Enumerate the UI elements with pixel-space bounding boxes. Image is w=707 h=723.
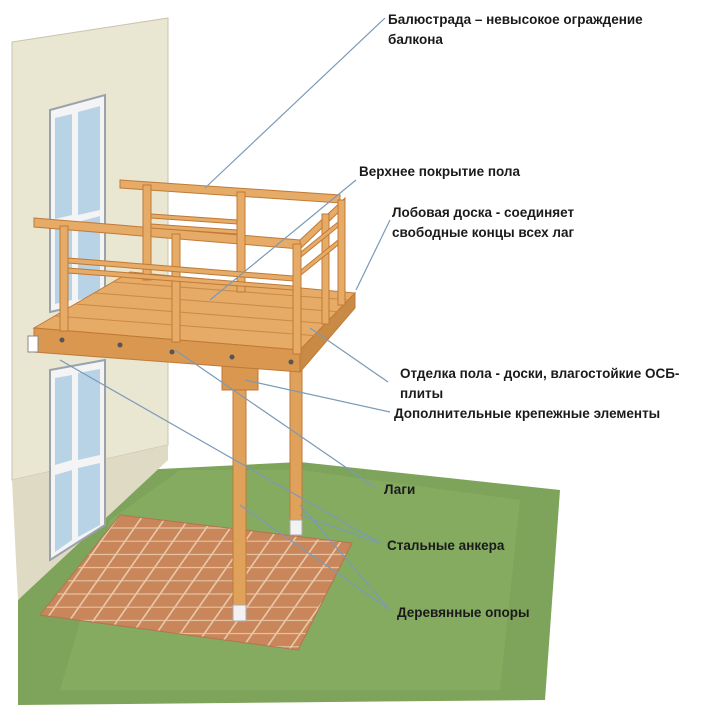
label-wooden-posts: Деревянные опоры <box>397 605 530 620</box>
label-joists: Лаги <box>384 482 416 497</box>
deck-platform <box>27 271 357 374</box>
leader-lines <box>59 17 391 611</box>
upper-doors <box>49 93 106 314</box>
tile-patio <box>39 514 353 651</box>
balustrade <box>33 179 346 355</box>
label-floor-finish: Отделка пола - доски, влагостойкие ОСБ- … <box>400 366 680 401</box>
label-fascia-board: Лобовая доска - соединяет свободные конц… <box>392 205 575 240</box>
wooden-posts <box>221 359 303 622</box>
label-top-floor-cover: Верхнее покрытие пола <box>359 164 521 179</box>
label-extra-fasteners: Дополнительные крепежные элементы <box>394 406 661 421</box>
lower-doors <box>49 358 106 562</box>
label-balustrade: Балюстрада – невысокое ограждение балкон… <box>388 12 643 47</box>
label-steel-anchors: Стальные анкера <box>387 538 505 553</box>
